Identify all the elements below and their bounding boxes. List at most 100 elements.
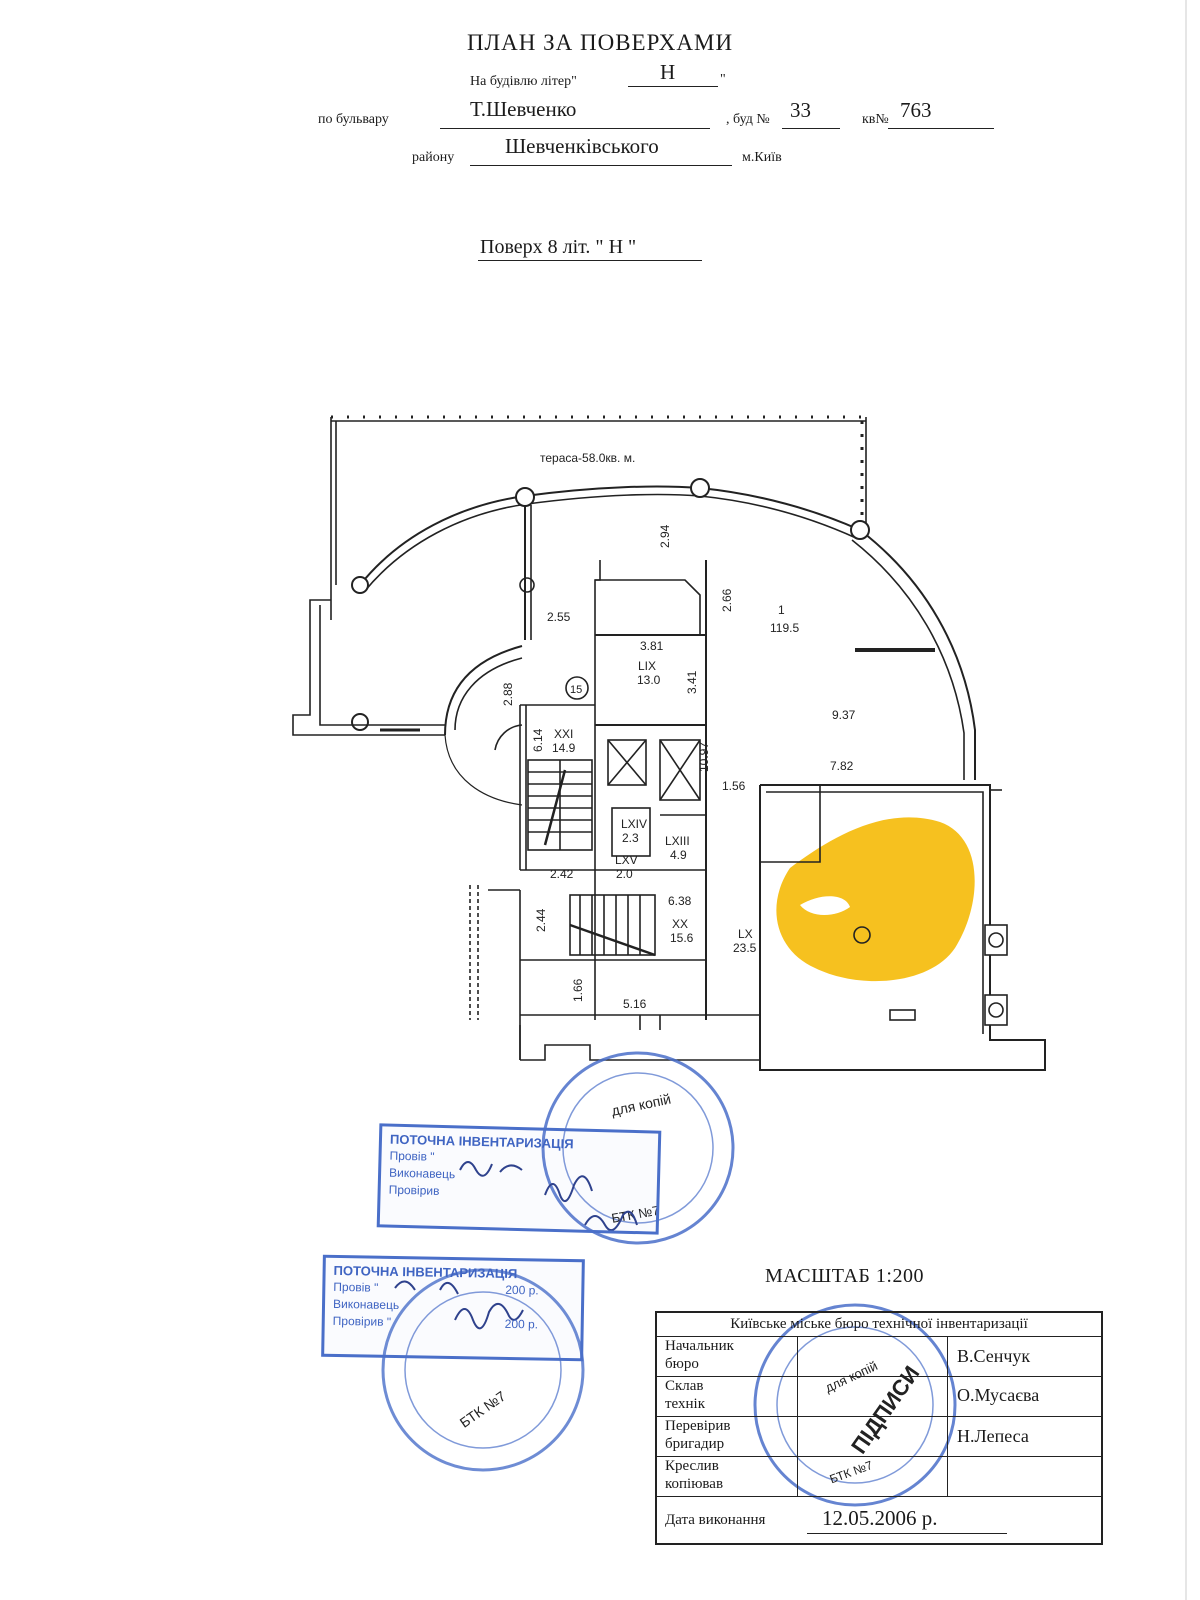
apartment-underline [888, 128, 994, 129]
district-label: району [412, 150, 455, 165]
scale-label: МАСШТАБ 1:200 [765, 1265, 924, 1287]
dim-1-66: 1.66 [571, 978, 585, 1002]
room1-number: 1 [778, 603, 785, 617]
district-underline [470, 165, 732, 166]
apartment-value: 763 [900, 98, 932, 122]
room-lxiv-area: 2.3 [622, 831, 639, 845]
inventory-stamp-bottom: ПОТОЧНА ІНВЕНТАРИЗАЦІЯ Провів " 200 р. В… [321, 1254, 585, 1362]
signer-name: Н.Лепеса [957, 1426, 1029, 1446]
role-line1: Начальник [665, 1338, 734, 1354]
elevator-shafts [607, 739, 706, 857]
room-lix-number: LIX [638, 659, 656, 673]
room-lx-walls [759, 784, 1046, 1071]
round-stamp-bottom-text: БТК №7 [457, 1388, 509, 1431]
signer-name: О.Мусаєва [957, 1385, 1040, 1405]
room-lx-area: 23.5 [733, 941, 757, 955]
axis-marker-label: 15 [570, 684, 582, 696]
title-block-row: Перевірив бригадир Н.Лепеса [657, 1416, 1101, 1457]
building-label: На будівлю літер" [470, 74, 577, 89]
dim-5-16: 5.16 [623, 997, 647, 1011]
dim-1-56: 1.56 [722, 779, 746, 793]
left-wing-walls [292, 505, 532, 806]
dim-2-42: 2.42 [550, 867, 574, 881]
dim-6-38: 6.38 [668, 894, 692, 908]
room-xx-number: XX [672, 917, 688, 931]
dim-9-37: 9.37 [832, 708, 856, 722]
role-line2: бюро [665, 1356, 699, 1372]
scan-edge-line [1185, 0, 1187, 1600]
building-value: Н [660, 60, 676, 84]
room-xx-area: 15.6 [670, 931, 694, 945]
room-xxi-number: XXI [554, 727, 573, 741]
stamp-bottom-line1-suffix: 200 р. [505, 1282, 539, 1298]
dim-2-94: 2.94 [658, 524, 672, 548]
house-underline [782, 128, 840, 129]
date-value: 12.05.2006 р. [822, 1506, 938, 1530]
round-stamp-top [541, 1051, 735, 1245]
building-close-quote: " [720, 72, 726, 87]
terrace-label: тераса-58.0кв. м. [540, 451, 635, 465]
title-block-col-line-2 [947, 1336, 948, 1496]
dim-2-44: 2.44 [534, 908, 548, 932]
dim-2-55: 2.55 [547, 610, 571, 624]
round-stamp-top-text: для копій [610, 1091, 672, 1119]
room-lix-area: 13.0 [637, 673, 661, 687]
title-block-col-line [797, 1336, 798, 1496]
facade-curve [351, 478, 976, 780]
core-walls [469, 560, 760, 1061]
floor-heading-underline [478, 260, 702, 261]
street-underline [440, 128, 710, 129]
room-lxiii-number: LXIII [665, 834, 690, 848]
dim-3-81: 3.81 [640, 639, 664, 653]
stamp-bottom-line3-suffix: 200 р. [504, 1316, 539, 1332]
district-value: Шевченківського [505, 134, 659, 158]
round-stamp-signature [753, 1303, 957, 1507]
stairs [527, 759, 656, 957]
role-line2: бригадир [665, 1436, 725, 1452]
document-title: ПЛАН ЗА ПОВЕРХАМИ [466, 30, 734, 55]
title-block-row: Начальник бюро В.Сенчук [657, 1336, 1101, 1377]
room-lxv-number: LXV [615, 853, 638, 867]
role-line2: технік [665, 1396, 705, 1412]
round-stamp-bottom [381, 1268, 585, 1472]
house-label: , буд № [726, 112, 770, 127]
handwritten-signatures [394, 1161, 638, 1330]
title-block: Київське міське бюро технічної інвентари… [655, 1311, 1103, 1545]
room-lxv-area: 2.0 [616, 867, 633, 881]
stamp-bottom-line1-label: Провів " [333, 1279, 379, 1295]
dim-2-88: 2.88 [501, 682, 515, 706]
apartment-label: кв№ [862, 112, 889, 127]
city-label: м.Київ [742, 150, 782, 165]
dim-3-41: 3.41 [685, 670, 699, 694]
stamp-bottom-line3: Провірив " 200 р. [333, 1313, 573, 1334]
terrace-boundary [330, 415, 867, 620]
title-block-row: Креслив копіював [657, 1456, 1101, 1497]
highlight-mark [776, 817, 975, 982]
date-label: Дата виконання [665, 1512, 766, 1528]
highlight-gap [800, 896, 850, 916]
house-value: 33 [790, 98, 811, 122]
dim-6-14: 6.14 [531, 728, 545, 752]
room-lx-number: LX [738, 927, 753, 941]
date-underline [807, 1533, 1007, 1534]
door-swing [494, 724, 523, 751]
role-line1: Перевірив [665, 1418, 731, 1434]
title-block-row: Склав технік О.Мусаєва [657, 1376, 1101, 1417]
building-underline [628, 86, 718, 87]
dim-10-97: 10.97 [697, 742, 711, 772]
room-lxiv-number: LXIV [621, 817, 647, 831]
role-line2: копіював [665, 1476, 724, 1492]
stamp-bottom-line3-label: Провірив " [332, 1313, 392, 1329]
role-line1: Склав [665, 1378, 704, 1394]
floor-heading: Поверх 8 літ. " Н " [480, 236, 637, 258]
inventory-stamp-top: ПОТОЧНА ІНВЕНТАРИЗАЦІЯ Провів " Виконаве… [376, 1123, 662, 1235]
street-label: по бульвару [318, 112, 389, 127]
room-xxi-area: 14.9 [552, 741, 576, 755]
room1-area: 119.5 [770, 621, 799, 635]
signer-name: В.Сенчук [957, 1346, 1031, 1366]
role-line1: Креслив [665, 1458, 719, 1474]
room-lxiii-area: 4.9 [670, 848, 687, 862]
dim-2-66: 2.66 [720, 588, 734, 612]
